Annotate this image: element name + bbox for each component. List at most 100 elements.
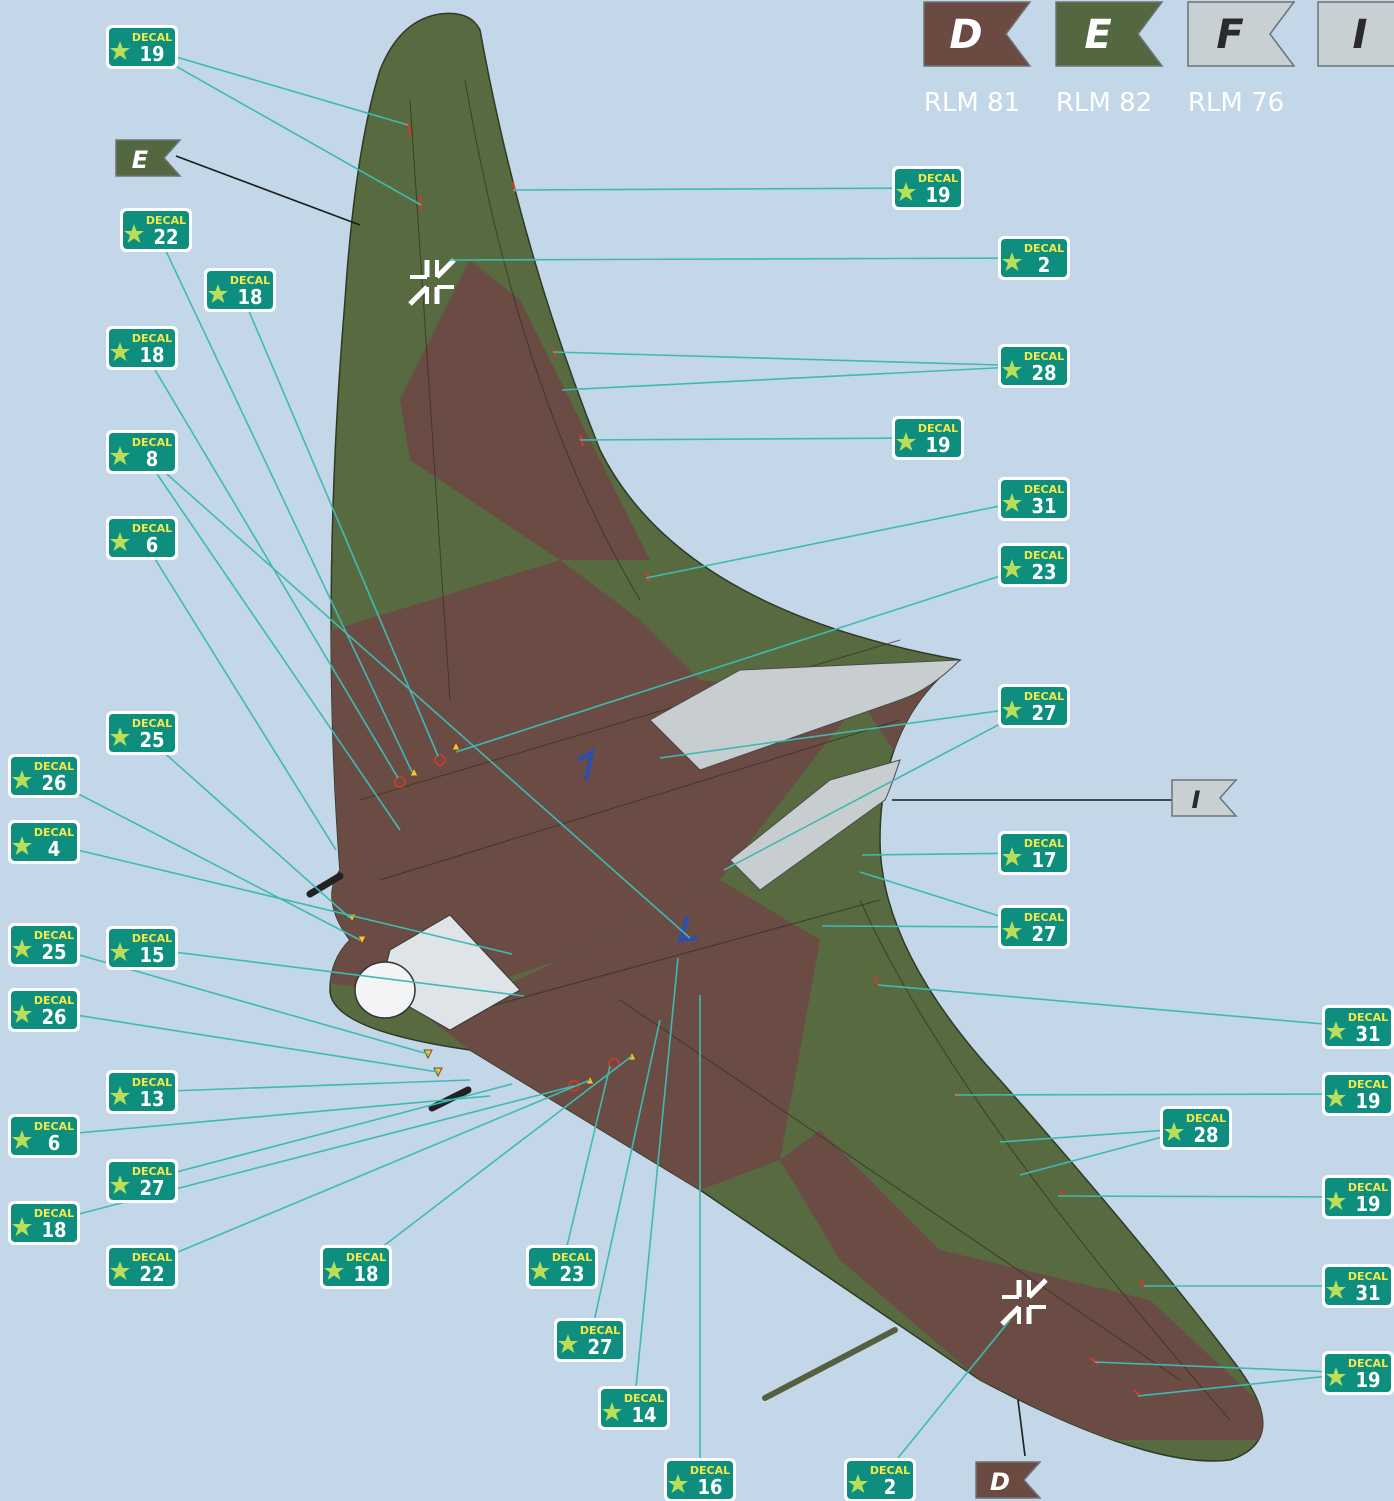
decal-badge-fill: [109, 714, 175, 752]
decal-27-leader-line: [141, 1083, 513, 1182]
legend-caption: RLM 76: [1188, 88, 1284, 118]
decal-number: 25: [139, 728, 164, 752]
radiator-panel-upper: [649, 659, 962, 771]
star-icon: [12, 939, 32, 958]
decal-word-label: DECAL: [132, 1076, 172, 1089]
decal-badge-fill: [1001, 546, 1067, 584]
decal-word-label: DECAL: [1024, 837, 1064, 850]
decal-23-leader-line: [561, 1065, 611, 1268]
decal-word-label: DECAL: [132, 717, 172, 730]
decal-number: 25: [41, 940, 66, 964]
star-icon: [1002, 921, 1022, 940]
decal-number: 27: [1031, 701, 1056, 725]
legend-swatch: [1187, 1, 1296, 67]
star-icon: [1002, 847, 1022, 866]
decal-27-leader-line: [659, 705, 1035, 759]
decal-badge-fill: [109, 28, 175, 66]
decal-badge-fill: [109, 1073, 175, 1111]
legend-swatch: [1317, 1, 1394, 67]
decal-number: 31: [1355, 1281, 1380, 1305]
decal-2-leader-line: [879, 1319, 1011, 1481]
decal-number: 19: [1355, 1192, 1380, 1216]
star-icon: [12, 836, 32, 855]
decal-badge-fill: [11, 1204, 77, 1242]
legend-swatch: [923, 1, 1032, 67]
decal-number: 6: [48, 1131, 61, 1155]
decal-word-label: DECAL: [346, 1251, 386, 1264]
decal-badge-fill: [1001, 834, 1067, 872]
decal-badge-fill: [1001, 687, 1067, 725]
star-icon: [896, 432, 916, 451]
decal-number: 16: [697, 1475, 722, 1499]
decal-number: 2: [1038, 253, 1051, 277]
decal-28-leader-line: [561, 365, 1035, 391]
decal-19-leader-line: [1057, 1195, 1359, 1198]
decal-19-leader-line: [1094, 1361, 1359, 1374]
decal-badge-fill: [895, 419, 961, 457]
legend-letter: E: [1084, 12, 1111, 58]
decal-number: 6: [146, 533, 159, 557]
decal-number: 26: [41, 1005, 66, 1029]
balkenkreuz-lower: [1000, 1278, 1048, 1326]
decal-badge-fill: [1001, 480, 1067, 518]
callout-flag-shape: [975, 1461, 1042, 1499]
decal-word-label: DECAL: [132, 436, 172, 449]
star-icon: [1002, 360, 1022, 379]
decal-word-label: DECAL: [34, 826, 74, 839]
decal-word-label: DECAL: [918, 422, 958, 435]
decal-19-leader-line: [141, 46, 409, 126]
legend-swatch: [1055, 1, 1164, 67]
decal-number: 28: [1031, 361, 1056, 385]
decal-27-leader-line: [589, 1019, 661, 1341]
decal-number: 4: [48, 837, 61, 861]
decal-25-leader-line: [141, 732, 351, 919]
decal-badge-fill: [1325, 1267, 1391, 1305]
star-icon: [602, 1402, 622, 1421]
legend-letter: F: [1216, 12, 1243, 58]
decal-word-label: DECAL: [132, 932, 172, 945]
decal-word-label: DECAL: [34, 994, 74, 1007]
star-icon: [12, 1217, 32, 1236]
star-icon: [848, 1474, 868, 1493]
star-icon: [110, 342, 130, 361]
star-icon: [1326, 1088, 1346, 1107]
star-icon: [110, 1086, 130, 1105]
legend-caption: RLM 81: [924, 88, 1020, 118]
pitot-tube: [762, 1327, 898, 1401]
decal-badge-fill: [529, 1248, 595, 1286]
decal-word-label: DECAL: [870, 1464, 910, 1477]
legend-letter: I: [1353, 12, 1368, 58]
decal-18-leader-line: [239, 289, 439, 757]
decal-badge-fill: [1325, 1008, 1391, 1046]
decal-word-label: DECAL: [132, 31, 172, 44]
decal-number: 26: [41, 771, 66, 795]
callout-flags: EID: [115, 139, 1238, 1499]
star-icon: [110, 727, 130, 746]
star-icon: [1002, 493, 1022, 512]
decal-word-label: DECAL: [1024, 350, 1064, 363]
callout-flag-shape: [1171, 779, 1238, 817]
decal-word-label: DECAL: [624, 1392, 664, 1405]
decal-word-label: DECAL: [580, 1324, 620, 1337]
decal-word-label: DECAL: [1186, 1112, 1226, 1125]
decal-number: 18: [353, 1262, 378, 1286]
decal-badge-fill: [895, 169, 961, 207]
decal-number: 18: [41, 1218, 66, 1242]
decal-badge-fill: [557, 1321, 623, 1359]
decal-19-leader-line: [954, 1093, 1359, 1096]
